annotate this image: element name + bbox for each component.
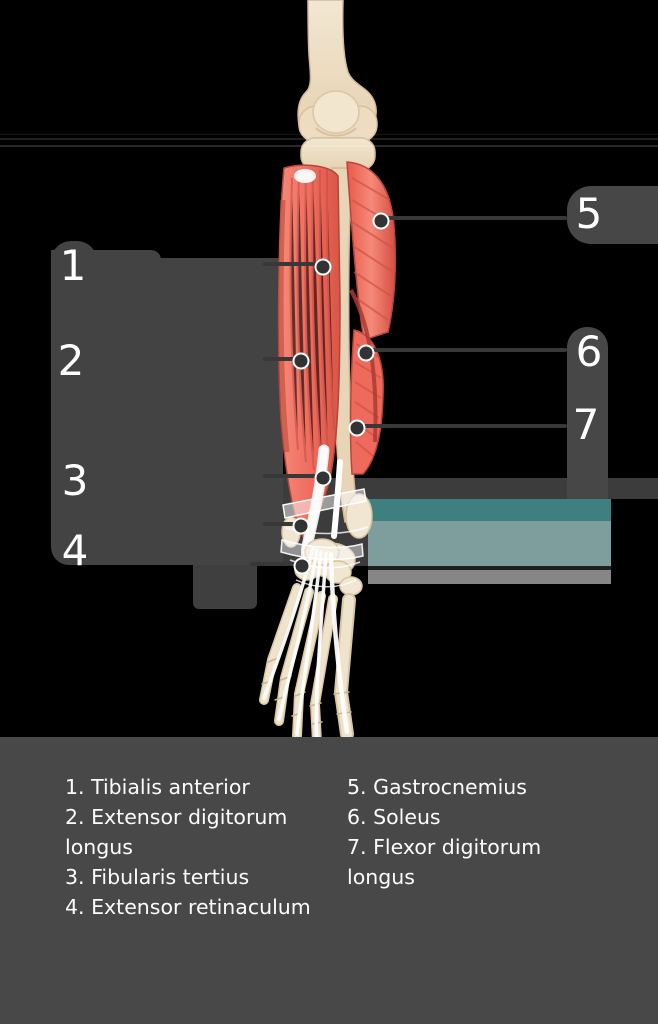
answer-panel: 1. Tibialis anterior 2. Extensor digitor… [0, 737, 658, 1024]
muscle-dot-7[interactable] [348, 419, 366, 437]
answer-item-6: 6. Soleus [347, 805, 441, 829]
gastrocnemius-muscle [346, 161, 397, 341]
muscle-dot-1[interactable] [314, 258, 332, 276]
tibialis-anterior-muscle [277, 164, 341, 542]
teal-highlight-dark [368, 499, 611, 521]
answer-column-left: 1. Tibialis anterior 2. Extensor digitor… [65, 772, 343, 922]
callout-number-5: 5 [575, 189, 603, 238]
muscle-dot-5[interactable] [372, 212, 390, 230]
callout-number-4: 4 [61, 526, 89, 575]
ankle-gray-band [283, 478, 658, 499]
callout-number-6: 6 [575, 327, 603, 376]
muscle-dot-4-1[interactable] [292, 517, 310, 535]
leader-line-4-1 [263, 522, 295, 526]
answer-item-1: 1. Tibialis anterior [65, 775, 250, 799]
muscle-dot-2[interactable] [292, 352, 310, 370]
callout-number-3: 3 [61, 456, 89, 505]
muscle-dot-6[interactable] [357, 344, 375, 362]
faint-line-3 [0, 145, 658, 147]
answer-item-2: 2. Extensor digitorum longus [65, 805, 288, 859]
muscle-dot-4-2[interactable] [293, 557, 311, 575]
gray-strip [368, 570, 611, 584]
soleus-muscle [349, 289, 384, 475]
leader-line-1 [263, 262, 318, 266]
answer-item-7: 7. Flexor digitorum longus [347, 835, 542, 889]
callout-number-7: 7 [572, 400, 600, 449]
leg-illustration [259, 0, 397, 747]
teal-highlight-light [368, 521, 611, 566]
label-column-6-7 [567, 327, 608, 499]
label-box-5 [567, 186, 658, 244]
leader-line-6 [371, 348, 567, 352]
teal-divider-line [368, 566, 611, 570]
answer-item-5: 5. Gastrocnemius [347, 775, 527, 799]
knee-bones [288, 0, 378, 185]
leader-line-4-2 [250, 562, 296, 566]
faint-line-1 [0, 134, 658, 135]
leader-line-3 [263, 474, 317, 478]
leader-line-7 [362, 424, 567, 428]
left-label-box-lower-tab [193, 565, 257, 609]
left-label-box [51, 258, 283, 565]
muscle-dot-3[interactable] [314, 469, 332, 487]
leader-line-2 [263, 357, 295, 361]
callout-number-1: 1 [59, 241, 87, 290]
answer-column-right: 5. Gastrocnemius 6. Soleus 7. Flexor dig… [347, 772, 595, 892]
answer-item-4: 4. Extensor retinaculum [65, 895, 311, 919]
answer-item-3: 3. Fibularis tertius [65, 865, 250, 889]
faint-line-2 [0, 138, 658, 140]
callout-number-2: 2 [57, 336, 85, 385]
leader-line-5 [386, 216, 567, 220]
